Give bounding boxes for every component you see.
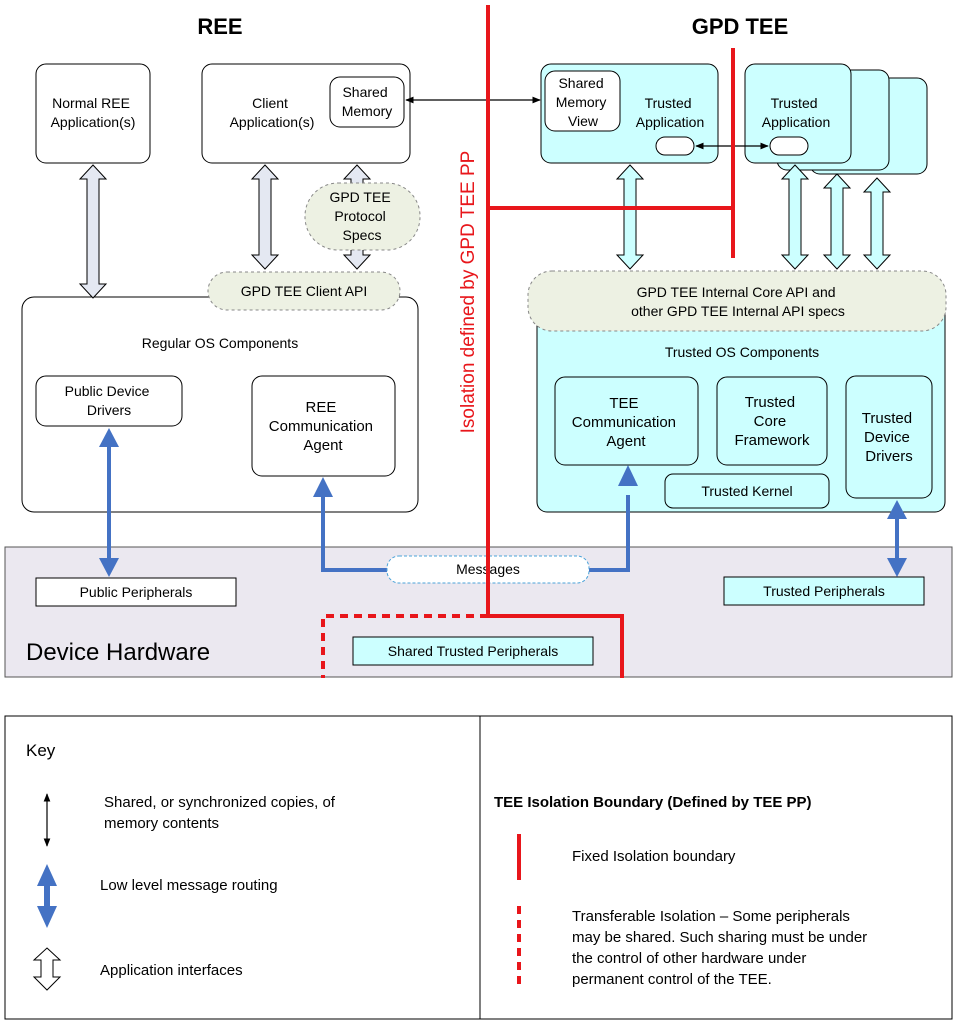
shared-memory-box [329, 76, 405, 128]
ree-comm-agent-label: REE Communication Agent [269, 399, 377, 454]
public-peripherals-label: Public Peripherals [80, 584, 193, 600]
device-hardware-label: Device Hardware [26, 639, 210, 666]
internal-api-ellipse [527, 270, 947, 332]
protocol-specs-label: GPD TEE Protocol Specs [329, 189, 394, 243]
trusted-device-drivers-label: Trusted Device Drivers [862, 410, 916, 465]
core-framework-label: Trusted Core Framework [734, 394, 810, 449]
regular-os-label: Regular OS Components [142, 335, 298, 351]
shared-trusted-peripherals-label: Shared Trusted Peripherals [388, 643, 558, 659]
trusted-kernel-box [664, 473, 830, 509]
tee-comm-agent-label: TEE Communication Agent [572, 395, 680, 450]
normal-ree-app-box [35, 63, 151, 164]
protocol-specs-ellipse [304, 182, 421, 251]
app-interface-arrow-client [250, 164, 280, 270]
key-panel [4, 715, 953, 1020]
fixed-isolation-boundary [486, 5, 735, 678]
shared-memory-view-label: Shared Memory View [556, 75, 610, 129]
app-interface-arrow-tee-4 [862, 177, 892, 270]
key-boundary-title: TEE Isolation Boundary (Defined by TEE P… [494, 794, 812, 811]
key-app-interface-icon [32, 947, 62, 991]
normal-ree-app-label: Normal REE Application(s) [51, 95, 136, 130]
trusted-app-2-label: Trusted Application [762, 95, 831, 130]
key-app-interface-label: Application interfaces [100, 962, 243, 979]
client-api-label: GPD TEE Client API [241, 283, 368, 299]
shared-memory-view-box [544, 70, 621, 132]
key-low-level-label: Low level message routing [100, 877, 278, 894]
internal-api-label: GPD TEE Internal Core API and other GPD … [631, 284, 845, 319]
key-fixed-boundary-label: Fixed Isolation boundary [572, 848, 736, 865]
key-low-level-icon [37, 864, 57, 928]
trusted-app-2-port [769, 136, 809, 156]
client-app-label: Client Application(s) [230, 95, 315, 130]
ree-comm-agent-box [251, 375, 396, 477]
isolation-label: Isolation defined by GPD TEE PP [458, 151, 479, 434]
trusted-peripherals-box [723, 576, 925, 606]
core-framework-box [716, 376, 828, 466]
app-interface-arrow-tee-2 [780, 164, 810, 270]
trusted-kernel-label: Trusted Kernel [701, 483, 792, 499]
app-interface-arrow-tee-1 [615, 164, 645, 270]
trusted-app-1-port [655, 136, 695, 156]
tee-header: GPD TEE [692, 14, 789, 39]
tee-comm-agent-box [554, 376, 699, 466]
client-api-ellipse [207, 271, 401, 311]
key-transferable-label: Transferable Isolation – Some peripheral… [572, 908, 871, 988]
shared-memory-label: Shared Memory [342, 84, 393, 119]
app-interface-arrow-normal [78, 164, 108, 299]
shared-trusted-peripherals-box [352, 636, 594, 666]
trusted-app-2-box [744, 63, 852, 164]
ree-header: REE [197, 14, 242, 39]
key-shared-memory-label: Shared, or synchronized copies, of memor… [104, 794, 339, 832]
public-drivers-label: Public Device Drivers [65, 383, 154, 418]
trusted-app-1-label: Trusted Application [636, 95, 705, 130]
app-interface-arrow-tee-3 [822, 173, 852, 270]
trusted-os-label: Trusted OS Components [665, 344, 819, 360]
trusted-device-drivers-box [845, 375, 933, 499]
trusted-drivers-routing-arrow [887, 500, 907, 577]
public-peripherals-box [35, 577, 237, 607]
public-drivers-box [35, 375, 183, 427]
trusted-peripherals-label: Trusted Peripherals [763, 583, 885, 599]
key-title: Key [26, 741, 56, 760]
public-drivers-routing-arrow [99, 428, 119, 577]
